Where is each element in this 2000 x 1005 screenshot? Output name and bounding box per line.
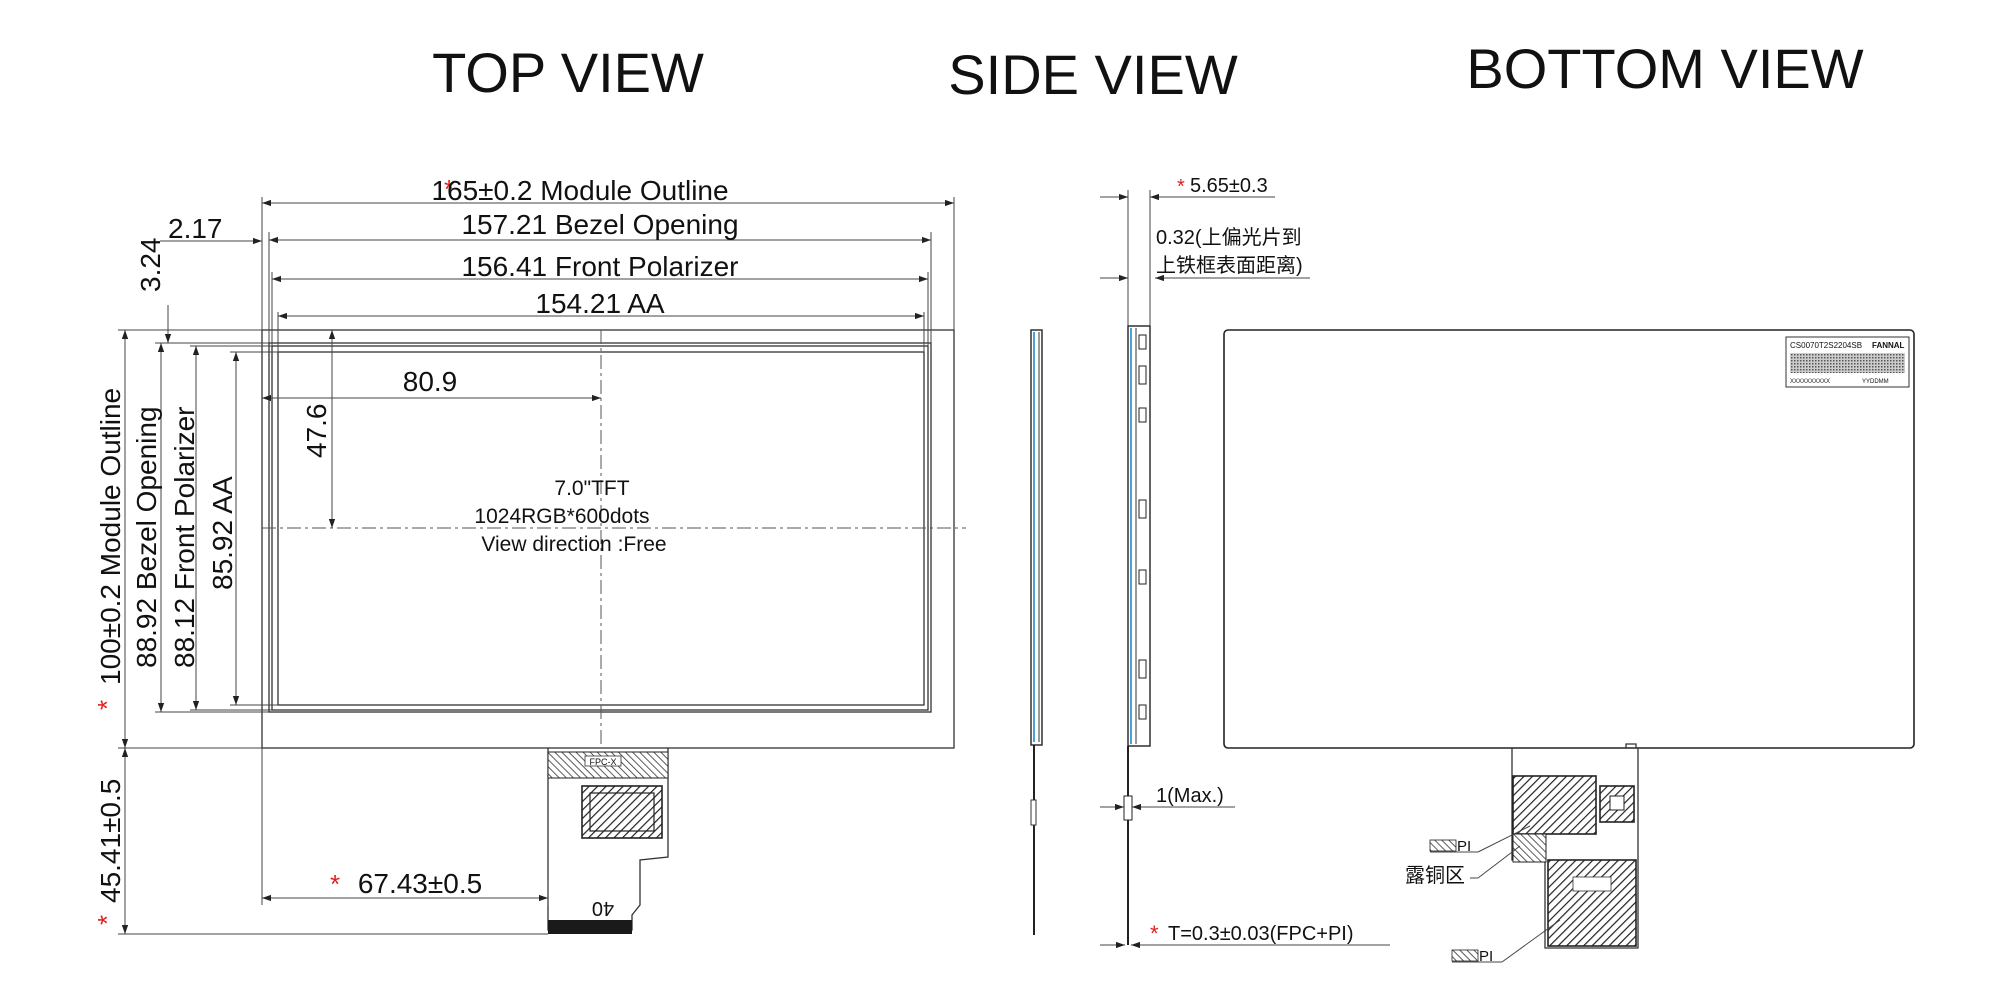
exposed-copper-area [1512, 833, 1547, 863]
dim-center-x: 80.9 [403, 366, 458, 397]
polarizer-gap-line1: 0.32(上偏光片到 [1156, 226, 1302, 249]
polarizer-gap-line2: 上铁框表面距离) [1156, 254, 1303, 277]
label-serial: XXXXXXXXXX [1790, 379, 1830, 385]
dim-module-outline-width: 165±0.2 Module Outline [431, 175, 728, 206]
fpc-thickness-dim: T=0.3±0.03(FPC+PI) [1168, 923, 1354, 945]
side-profile-left [1030, 329, 1043, 746]
side-view: * 5.65±0.3 0.32(上偏光片到 上铁框表面距离) 1(Max.) *… [1030, 175, 1390, 949]
panel-resolution-text: 1024RGB*600dots [474, 505, 649, 528]
top-view-title: TOP VIEW [432, 41, 704, 104]
bottom-view-title: BOTTOM VIEW [1466, 37, 1863, 100]
fpc-step-dim: 1(Max.) [1156, 785, 1224, 807]
pi-label-2: PI [1479, 948, 1493, 965]
star-mark: * [1150, 921, 1159, 946]
dim-bezel-opening-height: 88.92 Bezel Opening [131, 406, 162, 668]
star-mark: * [1177, 176, 1185, 198]
dim-offset-x: 2.17 [168, 213, 223, 244]
label-brand: FANNAL [1872, 341, 1905, 350]
label-code: CS0070T2S2204SB [1790, 341, 1862, 350]
dim-aa-height: 85.92 AA [207, 476, 238, 590]
bottom-stiffener [1512, 775, 1597, 835]
module-outline [261, 329, 955, 749]
fpc-part-label: FPC-X [590, 757, 617, 767]
star-mark: * [444, 174, 454, 204]
star-mark: * [92, 700, 122, 710]
dim-fpc-length: 45.41±0.5 [95, 779, 126, 903]
copper-area-label: 露铜区 [1405, 864, 1465, 887]
dim-module-outline-height: 100±0.2 Module Outline [95, 388, 126, 685]
label-date: YYDDMM [1862, 379, 1889, 385]
bottom-fpc-hatched [1547, 859, 1637, 947]
side-profile-right [1127, 325, 1151, 747]
dim-bezel-opening-width: 157.21 Bezel Opening [461, 209, 738, 240]
top-view: * 165±0.2 Module Outline 157.21 Bezel Op… [92, 174, 966, 935]
dim-offset-y: 3.24 [135, 238, 166, 293]
star-mark: * [330, 869, 340, 899]
label-barcode [1790, 353, 1905, 373]
dim-front-polarizer-width: 156.41 Front Polarizer [461, 251, 738, 282]
pi-label-1: PI [1457, 838, 1471, 855]
side-thickness-dim: 5.65±0.3 [1190, 175, 1268, 197]
dim-center-y: 47.6 [301, 404, 332, 459]
fpc-gold-fingers [548, 920, 632, 934]
dim-front-polarizer-height: 88.12 Front Polarizer [169, 407, 200, 668]
panel-view-direction-text: View direction :Free [481, 533, 666, 556]
side-view-title: SIDE VIEW [948, 43, 1238, 106]
bottom-panel-outline [1223, 329, 1915, 749]
dim-aa-width: 154.21 AA [535, 288, 665, 319]
fpc-pin-label: 40 [592, 897, 614, 919]
panel-size-text: 7.0"TFT [554, 477, 629, 500]
dim-fpc-offset: 67.43±0.5 [358, 868, 482, 899]
fpc-hatched-area [581, 785, 663, 839]
bottom-view: CS0070T2S2204SB FANNAL XXXXXXXXXX YYDDMM… [1223, 329, 1915, 965]
star-mark: * [92, 915, 122, 925]
